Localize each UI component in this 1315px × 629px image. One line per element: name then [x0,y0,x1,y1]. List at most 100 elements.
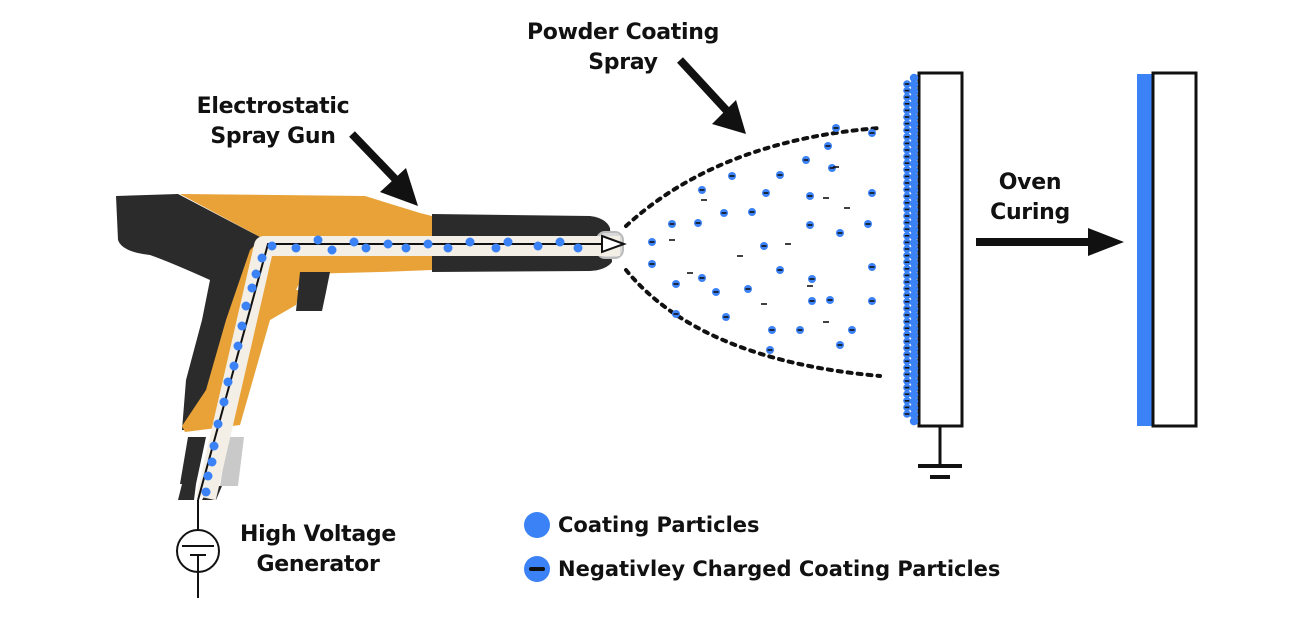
adhered-particle [909,318,919,327]
gun-particle [313,235,323,245]
spray-pointer-arrow [677,57,746,134]
generator-label-line-2: Generator [256,552,380,577]
adhered-particle [909,397,919,406]
legend-item-negative-particles: Negativley Charged Coating Particles [524,556,1000,582]
negative-particle-icon [524,556,550,582]
powder-spray-label-line-1: Powder Coating [526,20,720,45]
gun-particle [361,243,371,253]
spray-gun-label-line-2: Spray Gun [210,124,336,149]
workpiece-cured [1137,71,1198,428]
workpiece-uncured [903,71,964,479]
adhered-particle [909,245,919,254]
gun-particles [201,235,583,497]
gun-cable-sleeve-dark [180,437,206,484]
adhered-particle [909,304,919,314]
legend-item-coating-particles: Coating Particles [524,512,760,538]
adhered-particle [909,252,919,261]
adhered-particle [909,311,919,320]
adhered-particle [909,298,919,307]
gun-particle [207,457,217,467]
adhered-particle [909,139,919,149]
adhered-particle [909,212,919,221]
adhered-particle [909,93,919,103]
oven-curing-label-line-1: Oven [998,170,1062,195]
adhered-particle [909,113,919,122]
adhered-particle [909,364,919,373]
adhered-particle [909,403,919,413]
adhered-particle [909,258,919,267]
adhered-particle [909,73,919,83]
adhered-particle [909,192,919,201]
spray-gun-label: Electrostatic Spray Gun [178,92,368,152]
adhered-particle [909,146,919,155]
adhered-particle [909,106,919,116]
powder-spray-label-line-2: Spray [588,50,658,75]
adhered-particle [909,265,919,274]
high-voltage-generator-symbol [176,500,220,598]
adhered-particle [909,126,919,135]
electrostatic-spray-gun [116,194,627,501]
adhered-particle [909,179,919,188]
gun-particle [443,243,453,253]
gun-particle [213,419,223,429]
coating-particle-icon [524,512,550,538]
generator-label-line-1: High Voltage [240,522,396,547]
gun-particle [555,237,565,247]
oven-curing-label: Oven Curing [980,168,1080,228]
adhered-particle [909,172,919,182]
generator-label: High Voltage Generator [222,520,414,580]
spray-cone [624,126,882,378]
adhered-particle [909,410,919,419]
spray-cone-lower [624,268,882,378]
adhered-particle [909,377,919,386]
adhered-particle [909,351,919,360]
gun-particle [291,243,301,253]
wall-particles [903,73,919,426]
adhered-particle [909,205,919,215]
adhered-particle [909,133,919,142]
spray-gun-pointer-arrow [349,131,418,206]
adhered-particle [909,324,919,333]
adhered-particle [909,370,919,380]
particle-channel [196,236,620,501]
adhered-particle [909,285,919,294]
gun-particle [267,241,277,251]
gun-particle [223,377,233,387]
gun-cable-sleeve-dark-2 [178,484,196,500]
adhered-particle [909,291,919,300]
workpiece-panel [917,71,964,428]
spray-gun-label-line-1: Electrostatic [196,94,350,119]
gun-particle [233,341,243,351]
adhered-particle [909,166,919,175]
gun-particle [327,245,337,255]
adhered-particle [909,390,919,399]
gun-particle [503,237,513,247]
gun-particle [251,269,261,279]
gun-trigger [296,272,330,311]
gun-particle [229,361,239,371]
gun-particle [349,237,359,247]
adhered-particle [909,357,919,366]
adhered-particle [909,159,919,168]
gun-particle [423,239,433,249]
gun-particle [203,471,213,481]
adhered-particle [909,278,919,287]
adhered-particle [909,238,919,248]
flow-arrowhead [601,234,627,254]
legend-label: Coating Particles [558,513,760,537]
cured-coating-layer [1137,74,1152,426]
adhered-particle [909,120,919,129]
adhered-particle [909,232,919,241]
gun-particle [209,441,219,451]
oven-curing-arrow [976,228,1124,256]
spray-cone-upper [624,126,882,228]
gun-particle [383,239,393,249]
gun-particle [247,283,257,293]
adhered-particle [909,186,919,195]
gun-particle [219,397,229,407]
adhered-particle [909,225,919,234]
gun-rear-grip [116,194,262,430]
cured-panel [1151,71,1198,428]
adhered-particle [909,100,919,109]
